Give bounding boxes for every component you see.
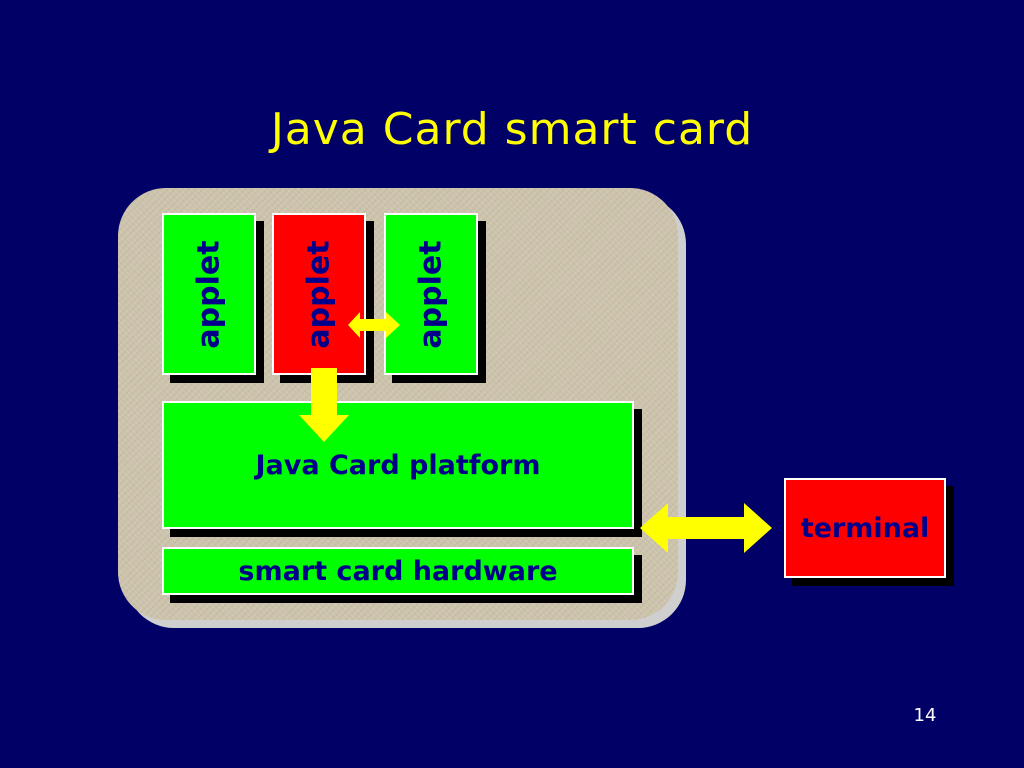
applet-to-applet-arrow (348, 312, 400, 338)
smart-card-hardware-box: smart card hardware (162, 547, 634, 595)
smart-card-hardware-label: smart card hardware (238, 555, 558, 587)
terminal-label: terminal (800, 512, 930, 544)
applet-box-3: applet (384, 213, 478, 375)
page-number: 14 (913, 705, 937, 726)
java-card-platform-box: Java Card platform (162, 401, 634, 529)
applet-to-platform-arrow (299, 368, 349, 442)
card-to-terminal-arrow (640, 503, 772, 553)
applet-box-1: applet (162, 213, 256, 375)
terminal-box: terminal (784, 478, 946, 578)
slide-title: Java Card smart card (270, 104, 754, 155)
java-card-platform-label: Java Card platform (255, 449, 541, 481)
